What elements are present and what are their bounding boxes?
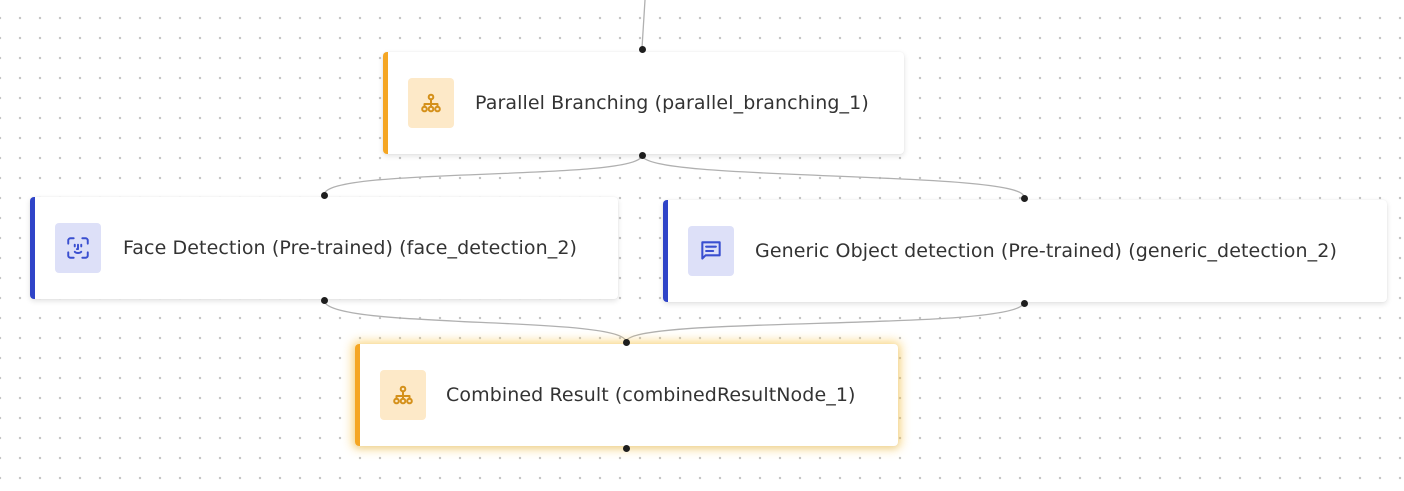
face-detection-output-handle[interactable] xyxy=(320,296,328,304)
node-combined-result[interactable]: Combined Result (combinedResultNode_1) xyxy=(355,344,898,446)
node-accent-bar xyxy=(30,197,35,299)
message-text-icon xyxy=(688,226,734,276)
node-accent-bar xyxy=(663,200,668,302)
node-label: Parallel Branching (parallel_branching_1… xyxy=(475,92,869,114)
edge-branch-to-generic[interactable] xyxy=(641,154,1025,198)
edge-incoming[interactable] xyxy=(641,0,646,49)
node-label: Generic Object detection (Pre-trained) (… xyxy=(755,240,1337,262)
face-scan-icon xyxy=(55,223,101,273)
node-parallel-branching[interactable]: Parallel Branching (parallel_branching_1… xyxy=(383,52,904,154)
node-generic-detection[interactable]: Generic Object detection (Pre-trained) (… xyxy=(663,200,1387,302)
generic-detection-input-handle[interactable] xyxy=(1020,194,1028,202)
edge-generic-to-combined[interactable] xyxy=(625,301,1025,343)
branching-icon xyxy=(408,78,454,128)
face-detection-input-handle[interactable] xyxy=(320,191,328,199)
node-accent-bar xyxy=(355,344,360,446)
node-label: Combined Result (combinedResultNode_1) xyxy=(446,384,856,406)
node-label: Face Detection (Pre-trained) (face_detec… xyxy=(123,237,578,259)
branching-icon xyxy=(380,370,426,420)
edge-face-to-combined[interactable] xyxy=(323,299,627,343)
edge-branch-to-face[interactable] xyxy=(323,154,643,196)
combined-result-input-handle[interactable] xyxy=(622,338,630,346)
node-face-detection[interactable]: Face Detection (Pre-trained) (face_detec… xyxy=(30,197,618,299)
generic-detection-output-handle[interactable] xyxy=(1020,299,1028,307)
branching-input-handle[interactable] xyxy=(638,45,646,53)
combined-result-output-handle[interactable] xyxy=(622,444,630,452)
node-accent-bar xyxy=(383,52,388,154)
branching-output-handle[interactable] xyxy=(638,151,646,159)
